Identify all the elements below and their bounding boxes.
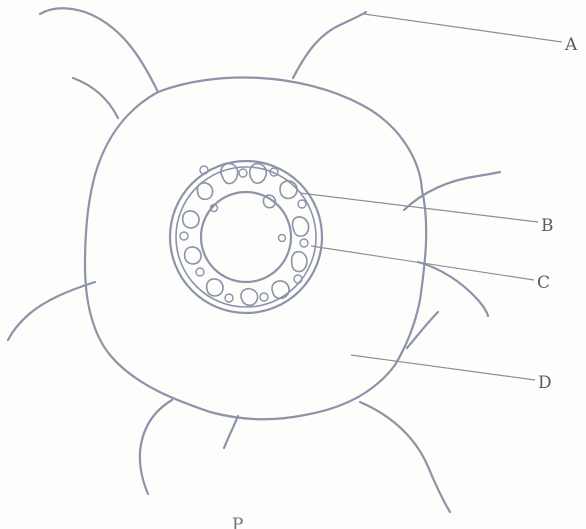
small-cell [279,235,286,242]
small-cell [196,268,204,276]
vascular-cell [185,247,201,264]
root-hair-top-right [293,12,366,78]
small-cell [298,200,306,208]
root-hair-left-upper [73,78,118,118]
root-hair-top-left [40,8,158,92]
vascular-cell [293,217,309,236]
root-hair-right-middle [418,262,488,316]
label-b: B [541,218,554,235]
root-hair-bottom-right [360,402,450,512]
endodermis-ring-outer [170,161,322,313]
vascular-cell [183,211,199,228]
small-cell [180,232,188,240]
label-d: D [538,375,552,392]
vascular-cell [250,164,267,184]
root-hair-right-upper [404,172,500,210]
label-c: C [537,275,550,292]
vascular-cell [272,281,289,298]
vascular-cell [241,289,258,306]
vascular-cell [207,279,223,296]
root-hair-bottom-left [140,400,172,494]
small-cell [300,239,308,247]
leader-line-a [364,14,562,42]
vascular-cell [292,252,307,272]
pith-boundary [201,192,291,282]
vascular-cell [221,163,238,183]
small-cell [225,294,233,302]
vascular-cell [280,181,297,199]
leader-line-d [351,355,535,380]
small-cell [260,293,268,301]
small-cell [294,275,302,283]
small-cell [239,169,247,177]
label-a: A [565,37,577,54]
root-hair-bottom-middle [224,416,238,448]
outer-epidermis-boundary [85,77,426,419]
figure-caption: P [232,517,243,529]
root-hair-left-lower [8,282,95,340]
